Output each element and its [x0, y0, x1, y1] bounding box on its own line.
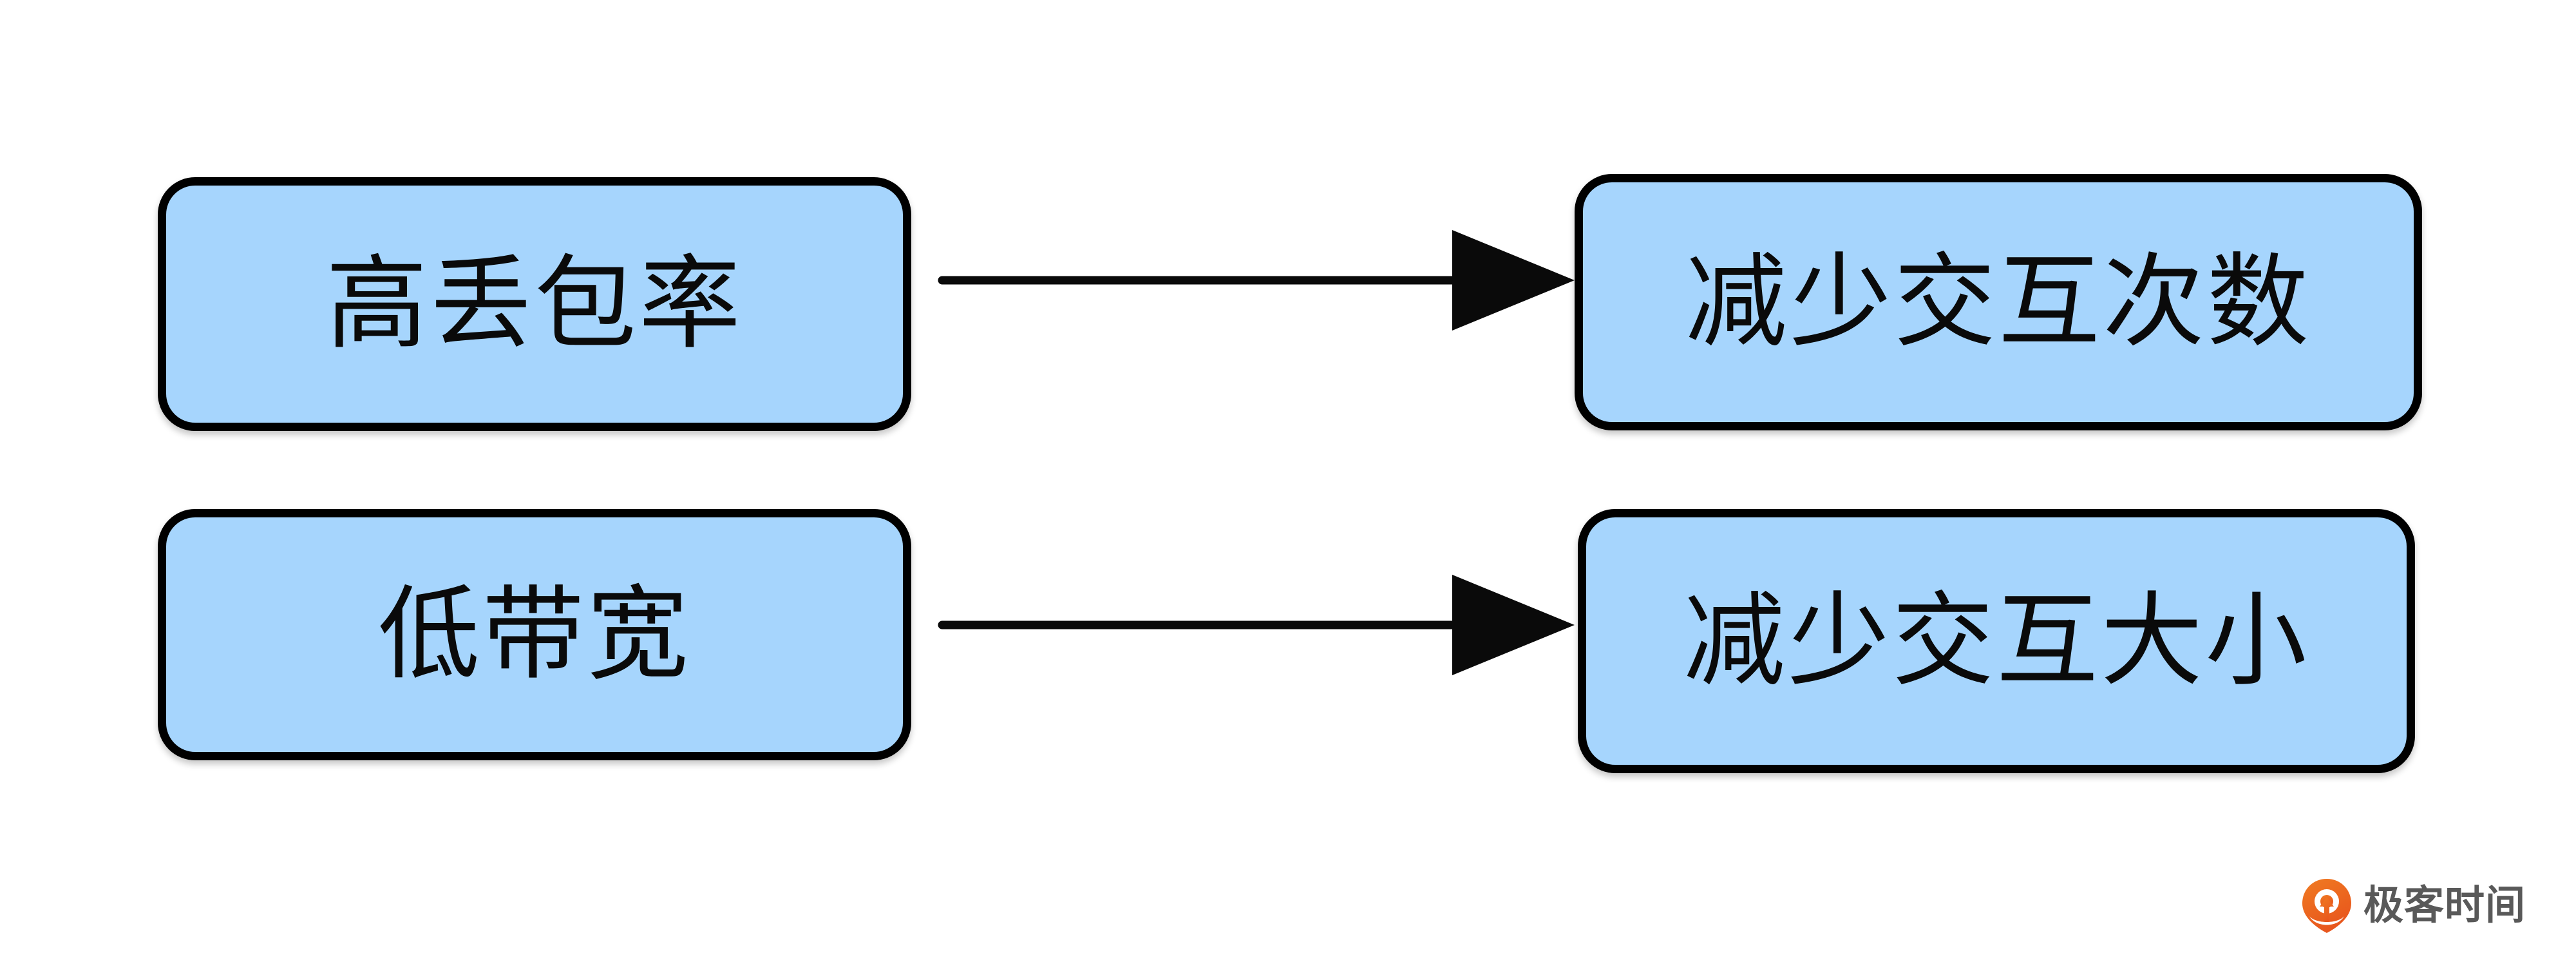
node-reduce-interaction-count[interactable]: 减少交互次数 [1575, 174, 2422, 430]
geektime-pin-icon [2302, 879, 2351, 933]
node-label: 减少交互大小 [1683, 584, 2309, 698]
arrow-high-loss-to-reduce-count [938, 230, 1575, 331]
watermark-text: 极客时间 [2363, 883, 2526, 928]
arrow-low-bandwidth-to-reduce-size [938, 575, 1575, 675]
node-label: 低带宽 [378, 578, 691, 691]
node-reduce-interaction-size[interactable]: 减少交互大小 [1578, 509, 2415, 773]
node-label: 减少交互次数 [1685, 245, 2311, 359]
node-label: 高丢包率 [326, 247, 743, 361]
node-high-packet-loss[interactable]: 高丢包率 [158, 177, 911, 431]
node-low-bandwidth[interactable]: 低带宽 [158, 509, 911, 760]
watermark: 极客时间 [2300, 878, 2526, 934]
